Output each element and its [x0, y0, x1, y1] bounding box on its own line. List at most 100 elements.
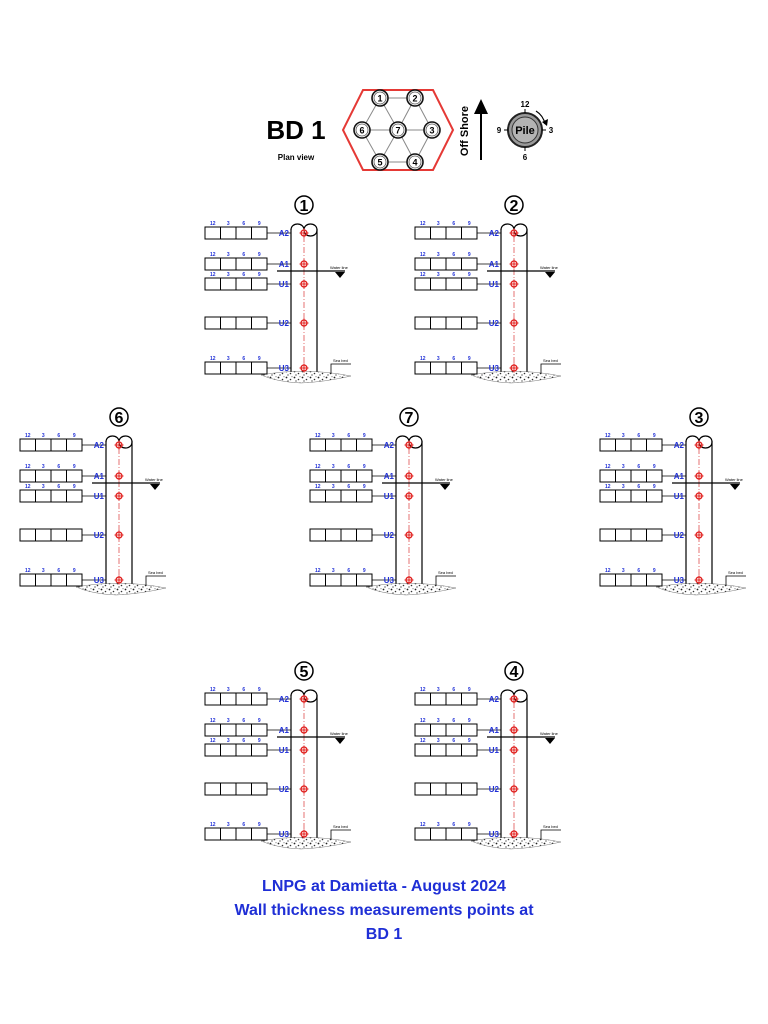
clock-position-label: 6: [57, 484, 60, 490]
plan-pile-4: 4: [406, 153, 424, 171]
clock-position-label: 12: [420, 738, 426, 744]
pile-number: 2: [510, 198, 519, 215]
clock-position-label: 9: [258, 687, 261, 693]
clock-position-label: 3: [437, 252, 440, 258]
measurement-point-marker: [509, 725, 519, 735]
pile-tube: [500, 689, 528, 838]
pile-number: 7: [405, 410, 414, 427]
clock-position-label: 12: [420, 822, 426, 828]
caption-line-1: LNPG at Damietta - August 2024: [262, 878, 506, 895]
water-line-label: Water line: [435, 477, 454, 482]
level-label: A2: [279, 229, 290, 238]
clock-position-label: 9: [653, 464, 656, 470]
clock-position-label: 9: [363, 568, 366, 574]
measurement-point-marker: [114, 471, 124, 481]
pile-number-circle: [294, 661, 314, 681]
pile-tube: [685, 435, 713, 584]
level-label: A1: [384, 472, 395, 481]
measurement-point-marker: [114, 491, 124, 501]
sea-bed-label: Sea bed: [148, 570, 163, 575]
plan-pile-6: 6: [353, 121, 371, 139]
measurement-point-marker: [299, 694, 309, 704]
clock-position-label: 12: [210, 221, 216, 227]
clock-position-label: 9: [468, 822, 471, 828]
clock-position-label: 3: [42, 484, 45, 490]
clock-position-label: 9: [363, 484, 366, 490]
water-line: Water line: [277, 265, 349, 278]
clock-position-label: 9: [468, 221, 471, 227]
clock-position-label: 6: [347, 464, 350, 470]
clock-position-label: 9: [73, 484, 76, 490]
clock-position-label: 3: [437, 738, 440, 744]
clock-position-label: 3: [42, 464, 45, 470]
measurement-point-marker: [404, 491, 414, 501]
level-u2: U2: [414, 782, 519, 796]
clock-position-label: 12: [315, 464, 321, 470]
clock-12-label: 12: [521, 100, 530, 109]
clock-position-label: 3: [437, 822, 440, 828]
clock-position-label: 12: [210, 252, 216, 258]
level-label: U2: [489, 319, 500, 328]
pile-number-circle: [689, 407, 709, 427]
sea-bed-label: Sea bed: [728, 570, 743, 575]
level-label: U1: [489, 746, 500, 755]
level-label: A2: [384, 441, 395, 450]
level-label: U2: [384, 531, 395, 540]
clock-position-label: 3: [437, 221, 440, 227]
clock-position-label: 3: [437, 356, 440, 362]
clock-position-label: 9: [468, 356, 471, 362]
level-label: A1: [94, 472, 105, 481]
clock-position-label: 3: [622, 568, 625, 574]
measurement-point-marker: [299, 259, 309, 269]
clock-position-label: 6: [452, 221, 455, 227]
measurement-point-marker: [509, 363, 519, 373]
clock-position-label: 3: [227, 252, 230, 258]
sea-bed-label: Sea bed: [438, 570, 453, 575]
offshore-label: Off Shore: [459, 106, 471, 156]
clock-position-label: 12: [605, 433, 611, 439]
plan-pile-1: 1: [371, 89, 389, 107]
pile-number-circle: [504, 195, 524, 215]
clock-pile-label: Pile: [515, 125, 535, 137]
water-line: Water line: [487, 731, 559, 744]
clock-position-label: 9: [258, 221, 261, 227]
plan-pile-3: 3: [423, 121, 441, 139]
level-label: U3: [384, 576, 395, 585]
clock-position-label: 12: [210, 687, 216, 693]
pile-tube: [500, 223, 528, 372]
clock-position-label: 12: [315, 484, 321, 490]
pile-number-circle: [504, 661, 524, 681]
clock-position-label: 12: [420, 272, 426, 278]
pile-number-circle: [294, 195, 314, 215]
level-label: U1: [94, 492, 105, 501]
pile-number: 3: [695, 410, 704, 427]
clock-position-label: 6: [452, 356, 455, 362]
clock-position-label: 3: [227, 221, 230, 227]
water-line: Water line: [277, 731, 349, 744]
plan-pile-number: 5: [377, 158, 382, 168]
pile-number: 1: [300, 198, 309, 215]
clock-position-label: 3: [227, 822, 230, 828]
clock-position-label: 9: [653, 568, 656, 574]
clock-position-label: 6: [347, 568, 350, 574]
measurement-point-marker: [509, 784, 519, 794]
clock-position-label: 6: [57, 464, 60, 470]
clock-position-label: 9: [258, 822, 261, 828]
clock-position-label: 12: [25, 433, 31, 439]
clock-position-label: 9: [258, 718, 261, 724]
clock-position-label: 6: [637, 433, 640, 439]
measurement-point-marker: [509, 829, 519, 839]
plan-pile-number: 1: [377, 94, 382, 104]
level-label: A2: [489, 695, 500, 704]
clock-position-label: 9: [653, 433, 656, 439]
level-label: A1: [279, 260, 290, 269]
plan-pile-number: 4: [412, 158, 417, 168]
level-label: U2: [279, 319, 290, 328]
measurement-point-marker: [404, 575, 414, 585]
